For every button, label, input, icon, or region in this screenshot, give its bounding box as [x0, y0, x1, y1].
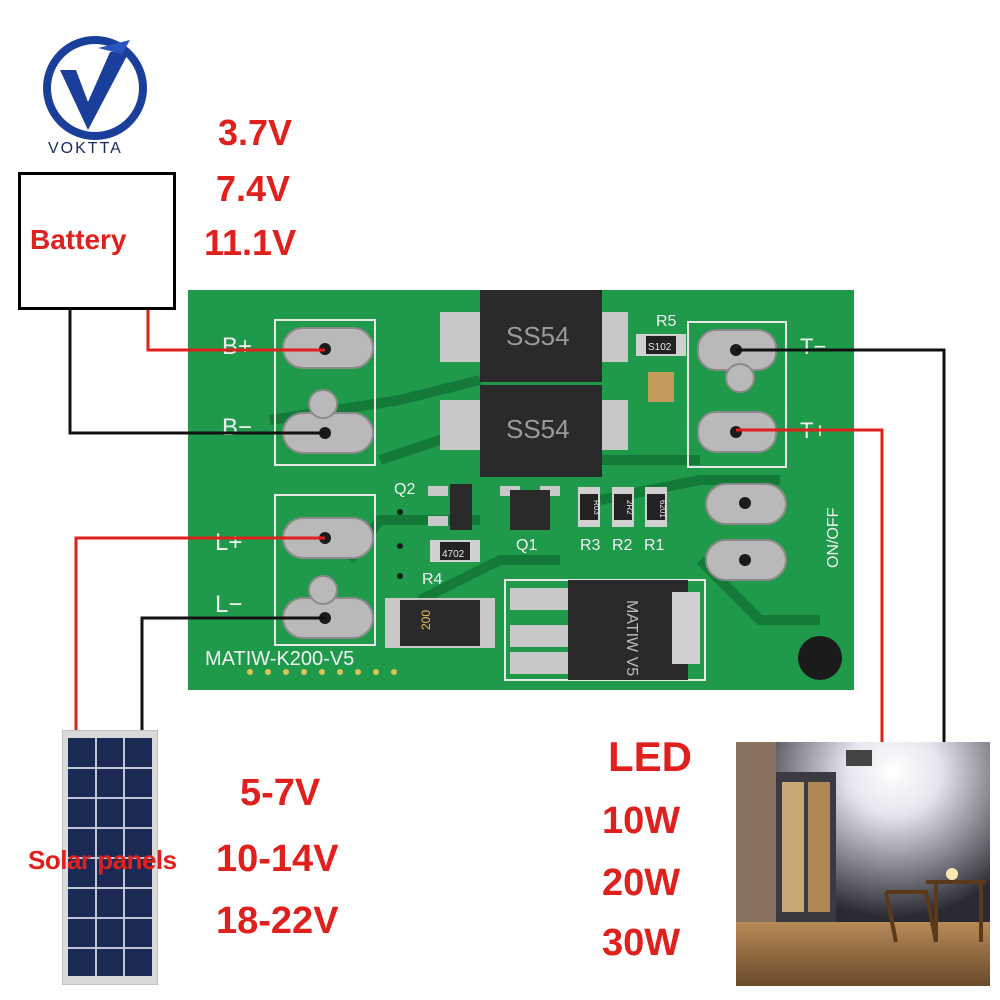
led-scene-photo	[736, 742, 990, 986]
r4-code: 4702	[442, 549, 465, 560]
solar-label: Solar panels	[28, 845, 177, 875]
label-l-minus: L−	[215, 591, 242, 618]
label-r3: R3	[580, 537, 601, 554]
wire-solar-plus	[74, 536, 325, 745]
pad-l-minus-tab	[308, 575, 338, 605]
brand-logo: VOKTTA	[40, 30, 150, 160]
label-t-minus: T−	[800, 334, 826, 359]
switch-label: ON/OFF	[825, 507, 842, 568]
label-r4: R4	[422, 571, 443, 588]
regulator-chip	[510, 580, 700, 680]
solar-voltage-1: 5-7V	[240, 772, 321, 814]
label-b-minus: B−	[222, 414, 252, 441]
wire-led-plus	[736, 428, 884, 742]
diode-d1	[440, 290, 628, 382]
brand-name: VOKTTA	[48, 140, 123, 157]
diode1-mark: SS54	[506, 321, 570, 351]
patio-scene-image	[736, 742, 990, 986]
label-r5: R5	[656, 313, 677, 330]
led-power-3: 30W	[602, 922, 681, 964]
label-q1: Q1	[516, 537, 537, 554]
mounting-hole	[798, 636, 842, 680]
transistor-q1	[500, 486, 560, 530]
label-q2: Q2	[394, 481, 415, 498]
label-b-plus: B+	[222, 333, 252, 360]
smd-parts	[430, 334, 686, 562]
board-model: MATIW-K200-V5	[205, 648, 354, 670]
solar-voltage-3: 18-22V	[216, 900, 339, 942]
r1-code: 6201	[658, 500, 667, 518]
diode-d2	[440, 385, 628, 477]
pad-t-minus-tab	[725, 363, 755, 393]
diode2-mark: SS54	[506, 414, 570, 444]
r5-code: S102	[648, 342, 672, 353]
wire-led-minus	[736, 348, 946, 742]
regulator-mark: MATIW V5	[623, 600, 640, 676]
label-r2: R2	[612, 537, 633, 554]
r2-code: 2R2	[625, 500, 634, 515]
led-power-2: 20W	[602, 862, 681, 904]
solar-voltage-2: 10-14V	[216, 838, 339, 880]
pad-b-minus-tab	[308, 389, 338, 419]
wire-solar-minus	[140, 616, 325, 745]
battery-label: Battery	[30, 224, 127, 255]
v-logo-icon	[43, 36, 147, 140]
led-label: LED	[608, 733, 692, 780]
solar-panel	[61, 729, 159, 986]
battery-voltage-2: 7.4V	[216, 168, 291, 209]
shunt-code: 200	[419, 610, 433, 630]
wire-battery-plus	[146, 310, 325, 352]
transistor-q2	[428, 484, 472, 530]
r3-code: R03	[592, 500, 601, 515]
battery-voltage-1: 3.7V	[218, 112, 293, 153]
label-r1: R1	[644, 537, 665, 554]
led-power-1: 10W	[602, 800, 681, 842]
battery-voltage-3: 11.1V	[204, 222, 297, 263]
wire-battery-minus	[68, 310, 325, 435]
solar-panel-icon	[61, 729, 159, 986]
battery-box	[18, 172, 176, 310]
label-l-plus: L+	[215, 529, 242, 556]
shunt-resistor-body	[400, 600, 480, 646]
